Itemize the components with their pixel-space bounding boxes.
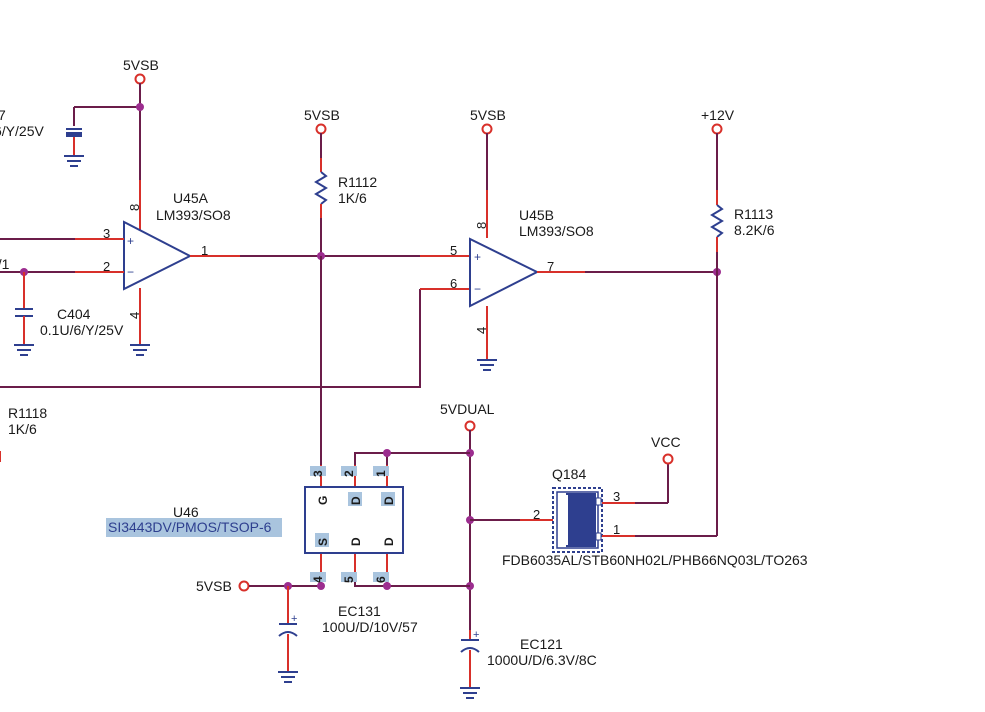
u45a-pin-3: 3 <box>103 226 110 241</box>
u45b-ref: U45B <box>519 207 554 223</box>
u46-pin-3: 3 <box>311 470 325 477</box>
u46-pin-name-d: D <box>382 496 396 505</box>
resistor-r1118: R1118 1K/6 <box>0 405 47 462</box>
u46-pin-name-s: S <box>316 538 330 546</box>
u46-ref: U46 <box>173 504 199 520</box>
ec121-polarity: + <box>473 629 479 641</box>
left-net-fragment: 6/1 <box>0 256 10 272</box>
r1112-ref: R1112 <box>338 174 377 190</box>
mosfet-q184: 2 3 1 VCC Q184 FDB6035AL/STB60NH02L/PHB6… <box>470 434 808 568</box>
net-label-5vsb-bottom: 5VSB <box>196 578 232 594</box>
net-label-12v: +12V <box>701 107 735 123</box>
u46-pin-name-g: G <box>316 496 330 505</box>
u45a-ref: U45A <box>173 190 209 206</box>
resistor-r1113: +12V R1113 8.2K/6 <box>701 107 775 536</box>
u45b-pin-4: 4 <box>474 327 489 334</box>
r1113-ref: R1113 <box>734 206 773 222</box>
q184-pin-1: 1 <box>613 522 620 537</box>
ec131-value: 100U/D/10V/57 <box>322 619 418 635</box>
c404-ref: C404 <box>57 306 91 322</box>
u46-value: SI3443DV/PMOS/TSOP-6 <box>108 519 272 535</box>
u45b-pin-5: 5 <box>450 243 457 258</box>
ec131-polarity: + <box>291 613 297 625</box>
junction-dot <box>136 103 144 111</box>
net-label-5vsb-u45b: 5VSB <box>470 107 506 123</box>
net-label-vcc: VCC <box>651 434 681 450</box>
u45a-pin-8: 8 <box>127 204 142 211</box>
u45a-pin-4: 4 <box>127 312 142 319</box>
u45a-minus: − <box>127 265 134 279</box>
power-port-5vsb-top: 5VSB <box>123 57 159 180</box>
u46-pin-name-d: D <box>349 537 363 546</box>
cap-left-top-value: 6/Y/25V <box>0 123 44 139</box>
power-port-5vdual: 5VDUAL <box>440 401 495 630</box>
u45a-value: LM393/SO8 <box>156 207 231 223</box>
comparator-u45b: + − 5VSB 5 6 7 8 4 U45B LM393/SO8 <box>450 107 594 371</box>
capacitor-ec131: + 5VSB EC131 100U/D/10V/57 <box>196 578 418 683</box>
r1118-ref: R1118 <box>8 405 47 421</box>
u46-pin-name-d: D <box>382 537 396 546</box>
u45a-plus: + <box>127 234 134 248</box>
ec121-value: 1000U/D/6.3V/8C <box>487 652 597 668</box>
resistor-r1112: 5VSB R1112 1K/6 <box>304 107 377 256</box>
c404-value: 0.1U/6/Y/25V <box>40 322 124 338</box>
u46-pin-name-d: D <box>349 496 363 505</box>
capacitor-c404: C404 0.1U/6/Y/25V <box>14 272 124 356</box>
u45b-pin-6: 6 <box>450 276 457 291</box>
r1118-value: 1K/6 <box>8 421 37 437</box>
u45b-pin-7: 7 <box>547 259 554 274</box>
q184-ref: Q184 <box>552 466 586 482</box>
q184-value: FDB6035AL/STB60NH02L/PHB66NQ03L/TO263 <box>502 552 808 568</box>
r1113-value: 8.2K/6 <box>734 222 775 238</box>
net-label-5vdual: 5VDUAL <box>440 401 495 417</box>
comparator-u45a: + − 3 2 1 8 4 U45A LM393/SO8 <box>75 180 240 356</box>
net-label-5vsb-r1112: 5VSB <box>304 107 340 123</box>
ec121-ref: EC121 <box>520 636 563 652</box>
u45b-pin-8: 8 <box>474 222 489 229</box>
capacitor-ec121: + EC121 1000U/D/6.3V/8C <box>460 629 597 699</box>
u45b-minus: − <box>474 282 481 296</box>
r1112-value: 1K/6 <box>338 190 367 206</box>
u46-pin-1: 1 <box>374 470 388 477</box>
wire <box>0 289 421 388</box>
u45a-pin-2: 2 <box>103 259 110 274</box>
q184-pin-2: 2 <box>533 507 540 522</box>
u45a-pin-1: 1 <box>201 243 208 258</box>
cap-left-top-ref: 7 <box>0 107 6 123</box>
u46-pin-5: 5 <box>342 576 356 583</box>
q184-pin-3: 3 <box>613 489 620 504</box>
u46-pin-2: 2 <box>342 470 356 477</box>
pmos-u46: 3 2 1 G D D S D D 4 5 6 U46 SI3443DV/PMO… <box>106 449 470 590</box>
net-label-5vsb-top: 5VSB <box>123 57 159 73</box>
u46-pin-6: 6 <box>374 576 388 583</box>
cap-left-top: 7 6/Y/25V <box>0 106 140 167</box>
u45b-plus: + <box>474 250 481 264</box>
ec131-ref: EC131 <box>338 603 381 619</box>
u46-pin-4: 4 <box>311 576 325 583</box>
u45b-value: LM393/SO8 <box>519 223 594 239</box>
